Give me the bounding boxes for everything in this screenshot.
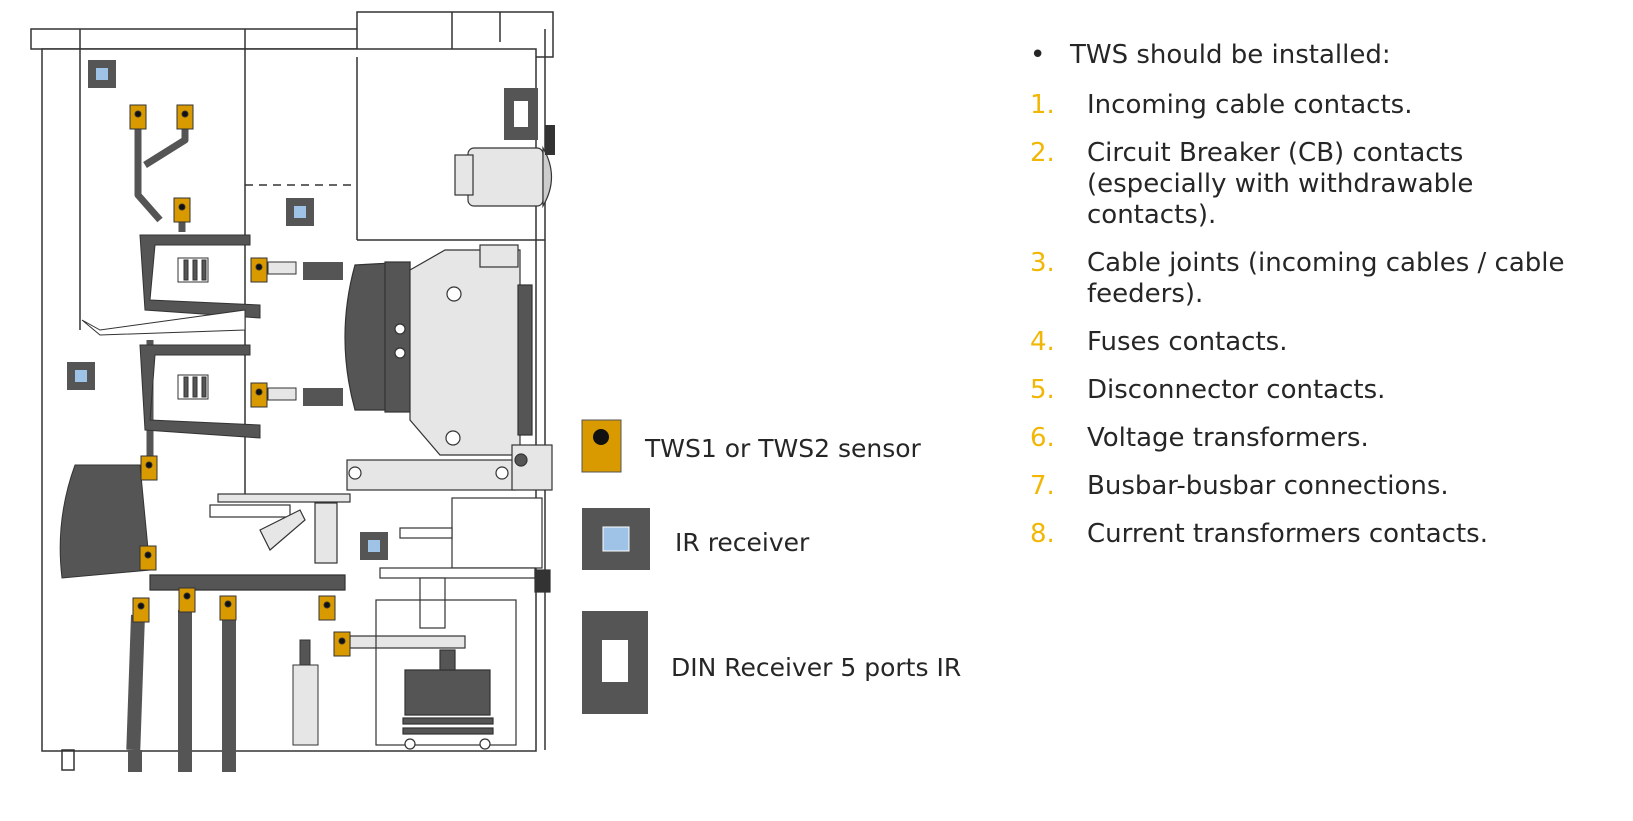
tws-sensors-in-cabinet xyxy=(129,104,351,657)
list-item: 7. Busbar-busbar connections. xyxy=(1030,471,1590,502)
list-item-text: Voltage transformers. xyxy=(1087,423,1369,453)
list-item: 2. Circuit Breaker (CB) contacts (especia… xyxy=(1030,138,1590,231)
legend-ir-receiver-icon xyxy=(582,508,650,570)
list-item: 5. Disconnector contacts. xyxy=(1030,375,1590,406)
circuit-breaker xyxy=(344,244,553,491)
list-item-number: 1. xyxy=(1030,90,1055,120)
cable-legs xyxy=(126,610,236,772)
list-item-text: Fuses contacts. xyxy=(1087,327,1288,357)
list-item-number: 7. xyxy=(1030,471,1055,501)
list-item-number: 8. xyxy=(1030,519,1055,549)
list-item-number: 6. xyxy=(1030,423,1055,453)
list-item-text: Disconnector contacts. xyxy=(1087,375,1386,405)
list-item: 1. Incoming cable contacts. xyxy=(1030,90,1590,121)
legend-tws-sensor-label: TWS1 or TWS2 sensor xyxy=(645,434,921,463)
list-item: 6. Voltage transformers. xyxy=(1030,423,1590,454)
list-item-text: Incoming cable contacts. xyxy=(1087,90,1413,120)
installation-list: • TWS should be installed: 1. Incoming ca… xyxy=(1030,40,1590,567)
legend-ir-receiver-label: IR receiver xyxy=(675,528,810,557)
current-transformer xyxy=(59,464,151,579)
legend-din-receiver-label: DIN Receiver 5 ports IR xyxy=(671,653,962,682)
list-item-text: Busbar-busbar connections. xyxy=(1087,471,1449,501)
list-item: 4. Fuses contacts. xyxy=(1030,327,1590,358)
list-item-text: Cable joints (incoming cables / cable fe… xyxy=(1087,248,1565,309)
list-item-text: Circuit Breaker (CB) contacts (especiall… xyxy=(1087,138,1474,230)
legend-tws-sensor-icon xyxy=(581,419,622,473)
list-item-number: 5. xyxy=(1030,375,1055,405)
bushings xyxy=(81,234,261,439)
list-item-number: 4. xyxy=(1030,327,1055,357)
list-item-text: Current transformers contacts. xyxy=(1087,519,1488,549)
door-gear xyxy=(454,145,552,209)
legend-din-receiver-icon xyxy=(582,611,648,714)
ir-receivers-in-cabinet xyxy=(67,60,388,560)
din-receiver-in-cabinet xyxy=(504,88,555,155)
contact-arms xyxy=(267,261,343,406)
list-heading: • TWS should be installed: xyxy=(1030,40,1590,70)
switchgear-diagram xyxy=(30,11,650,772)
list-item-number: 2. xyxy=(1030,138,1055,168)
insulator-stack xyxy=(292,639,319,746)
list-item: 8. Current transformers contacts. xyxy=(1030,519,1590,550)
bullet-icon: • xyxy=(1030,40,1046,70)
list-item-number: 3. xyxy=(1030,248,1055,278)
mechanism xyxy=(149,493,551,750)
list-item: 3. Cable joints (incoming cables / cable … xyxy=(1030,248,1590,310)
list-heading-text: TWS should be installed: xyxy=(1070,40,1391,70)
